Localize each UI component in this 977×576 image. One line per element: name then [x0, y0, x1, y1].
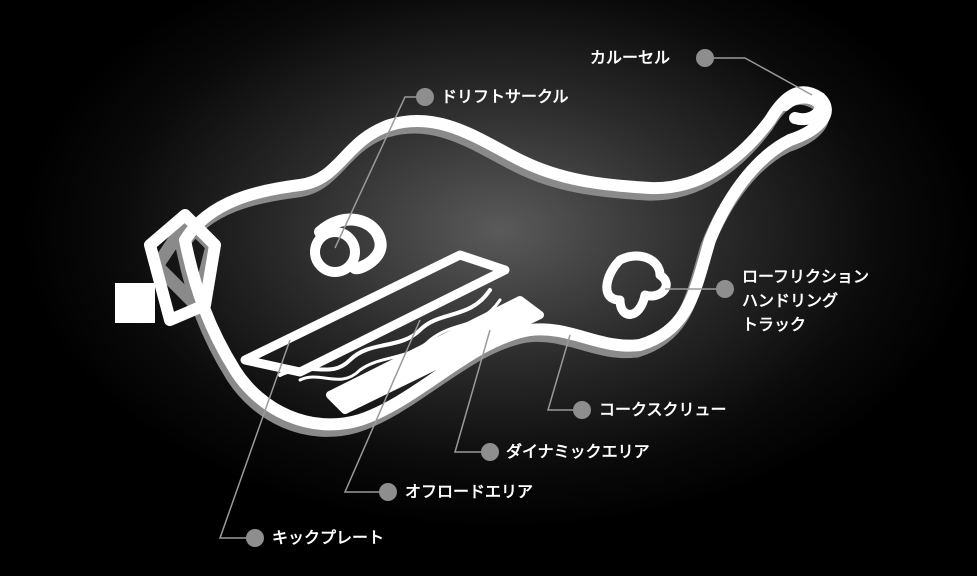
low-friction-track: [602, 251, 671, 319]
label-carousel: カルーセル: [590, 48, 671, 67]
left-section: [144, 209, 221, 326]
track: [115, 86, 832, 431]
leader-dots: [246, 49, 734, 547]
label-line-1: ローフリクション: [742, 267, 870, 286]
label-dynamic-area: ダイナミックエリア: [506, 442, 650, 461]
drift-circle-ring: [310, 227, 360, 277]
kick-plate-block: [115, 283, 155, 323]
label-line-2: ハンドリング: [742, 291, 839, 310]
straight-lower: [326, 296, 544, 414]
main-circuit: [179, 86, 832, 431]
label-low-friction-handling-track: ローフリクション ハンドリング トラック: [742, 265, 869, 337]
carousel-loop: [779, 91, 827, 126]
label-corkscrew: コークスクリュー: [599, 400, 727, 419]
dynamic-area-squiggle: [278, 288, 492, 377]
label-kick-plate: キックプレート: [272, 528, 385, 547]
label-line-3: トラック: [742, 315, 807, 334]
label-offroad-area: オフロードエリア: [405, 482, 534, 501]
straight-upper: [240, 250, 510, 377]
label-drift-circle: ドリフトサークル: [441, 87, 569, 106]
